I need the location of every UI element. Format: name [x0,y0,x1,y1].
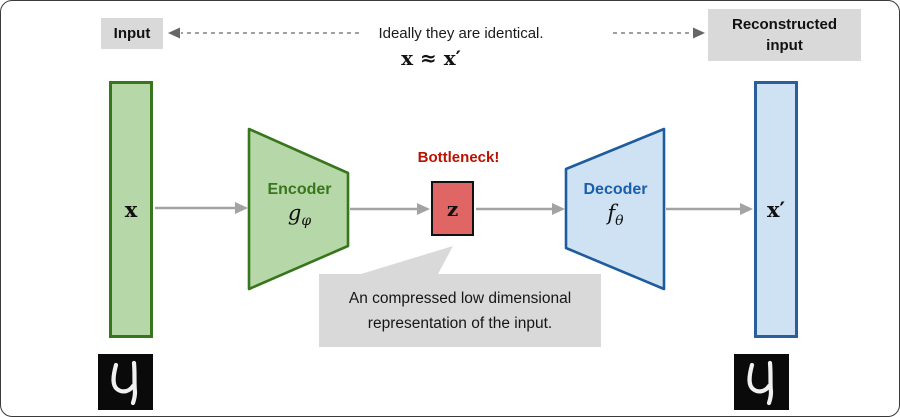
reconstructed-line2: input [766,37,803,54]
input-vector-label: x [124,197,138,222]
encoder-trapezoid [247,127,350,291]
bottleneck-warning-text: Bottleneck! [417,149,500,166]
output-vector-rect: x′ [754,81,798,338]
decoder-trapezoid [564,127,666,291]
input-label: Input [101,18,163,49]
reconstructed-line1: Reconstructed [731,16,838,33]
arrow-input-to-encoder [155,202,248,214]
dashed-arrow-to-reconstructed-label [613,27,705,39]
approx-equation: x ≈ x′ [401,46,461,70]
reconstructed-input-label: Reconstructed input [708,9,861,61]
input-vector-rect: x [109,81,153,338]
dashed-arrow-to-input-label [168,27,359,39]
encoder-function-label: gφ [287,201,312,230]
encoder-title: Encoder [267,181,332,198]
reconstructed-digit-image [734,354,789,410]
handwritten-four-glyph [747,360,774,406]
arrow-decoder-to-output [666,203,753,215]
decoder-title: Decoder [583,181,648,198]
arrow-encoder-to-bottleneck [350,203,430,215]
callout-line1: An compressed low dimensional [348,289,572,307]
handwritten-four-glyph [111,360,138,406]
input-digit-image [98,354,153,410]
bottleneck-callout: An compressed low dimensional representa… [319,274,601,347]
decoder-function-label: fθ [607,201,624,230]
identical-caption: Ideally they are identical. [378,25,544,42]
callout-tail [361,246,453,274]
callout-line2: representation of the input. [367,314,553,332]
bottleneck-z-label: z [446,196,459,221]
arrow-bottleneck-to-decoder [476,203,565,215]
output-vector-label: x′ [766,197,786,222]
bottleneck-z-box: z [431,181,474,236]
